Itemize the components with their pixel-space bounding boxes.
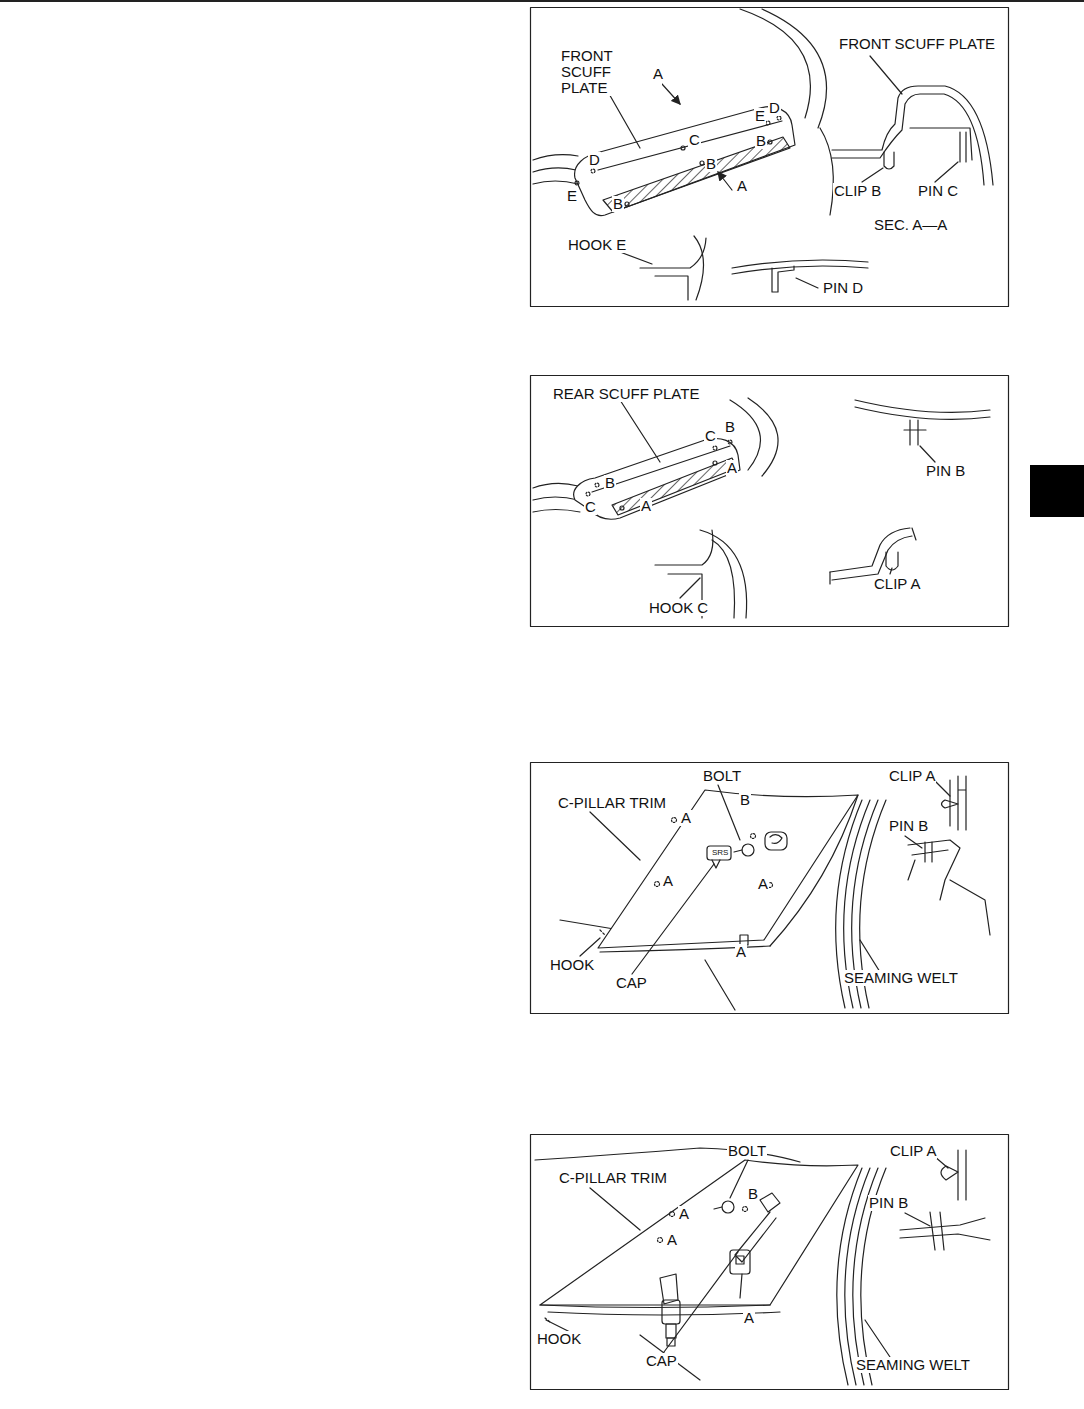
callout-letter: A <box>757 876 769 892</box>
part-label: SEAMING WELT <box>855 1357 971 1373</box>
part-label: PIN B <box>925 463 966 479</box>
callout-letter: D <box>768 100 781 116</box>
part-label: FRONT SCUFF PLATE <box>560 48 662 96</box>
part-label: CLIP A <box>888 768 936 784</box>
callout-letter: B <box>724 419 736 435</box>
part-label: PIN C <box>917 183 959 199</box>
part-label: CLIP B <box>833 183 882 199</box>
callout-letter: B <box>739 792 751 808</box>
callout-letter: A <box>726 460 738 476</box>
callout-letter: A <box>735 944 747 960</box>
part-label: SEAMING WELT <box>843 970 959 986</box>
part-label: CAP <box>615 975 648 991</box>
callout-letter: B <box>705 156 717 172</box>
part-label: HOOK <box>549 957 595 973</box>
callout-letter: E <box>566 188 578 204</box>
part-label: PIN B <box>868 1195 909 1211</box>
callout-letter: C <box>584 499 597 515</box>
callout-letter: A <box>743 1310 755 1326</box>
callout-letter: A <box>736 178 748 194</box>
callout-letter: A <box>662 873 674 889</box>
callout-letter: C <box>688 132 701 148</box>
callout-letter: C <box>704 428 717 444</box>
part-label: CAP <box>645 1353 678 1369</box>
part-label: HOOK <box>536 1331 582 1347</box>
part-label: CLIP A <box>873 576 921 592</box>
part-label: C-PILLAR TRIM <box>557 795 667 811</box>
part-label: C-PILLAR TRIM <box>558 1170 668 1186</box>
callout-letter: A <box>678 1206 690 1222</box>
callout-letter: D <box>588 152 601 168</box>
part-label: PIN B <box>888 818 929 834</box>
section-label: SEC. A—A <box>873 217 948 233</box>
part-label: BOLT <box>727 1143 767 1159</box>
callout-letter: A <box>652 66 664 82</box>
part-label: HOOK C <box>648 600 709 616</box>
part-label: BOLT <box>702 768 742 784</box>
part-label: FRONT SCUFF PLATE <box>838 36 996 52</box>
part-label: REAR SCUFF PLATE <box>552 386 700 402</box>
callout-letter: B <box>612 196 624 212</box>
callout-letter: A <box>666 1232 678 1248</box>
part-label: SRS <box>711 848 729 857</box>
callout-letter: A <box>680 810 692 826</box>
part-label: PIN D <box>822 280 864 296</box>
part-label: HOOK E <box>567 237 627 253</box>
callout-letter: B <box>747 1186 759 1202</box>
callout-letter: B <box>604 475 616 491</box>
callout-letter: A <box>640 498 652 514</box>
callout-letter: E <box>754 108 766 124</box>
part-label: CLIP A <box>889 1143 937 1159</box>
callout-letter: B <box>755 133 767 149</box>
